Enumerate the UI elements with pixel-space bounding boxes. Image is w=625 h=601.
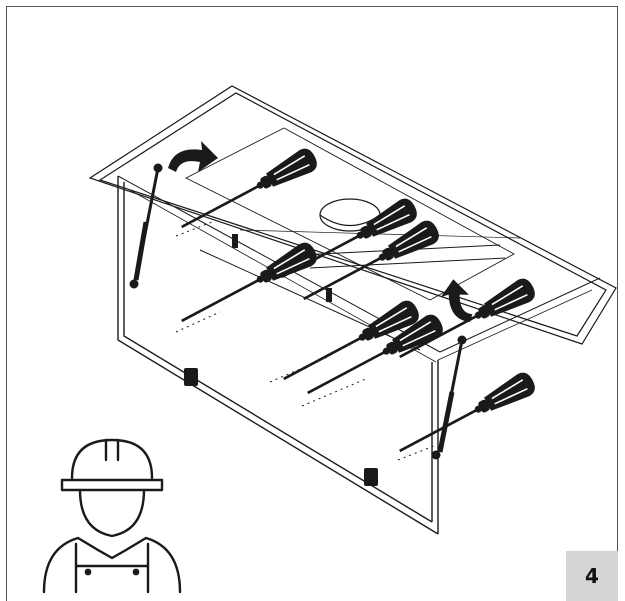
- gas-strut-left: [129, 163, 163, 289]
- step-number-badge: 4: [566, 551, 618, 601]
- worker-hard-hat-icon: [42, 438, 182, 594]
- ceiling-panel: [88, 85, 617, 345]
- gas-strut-right: [431, 335, 467, 460]
- mounting-rails: [199, 229, 521, 351]
- hinge: [184, 234, 378, 486]
- diagram-frame: [6, 6, 618, 601]
- screwdriver-icon: [392, 368, 540, 463]
- screwdriver-icon: [174, 238, 322, 333]
- curved-arrow-icon: [438, 277, 474, 327]
- curved-arrow-icon: [168, 141, 218, 172]
